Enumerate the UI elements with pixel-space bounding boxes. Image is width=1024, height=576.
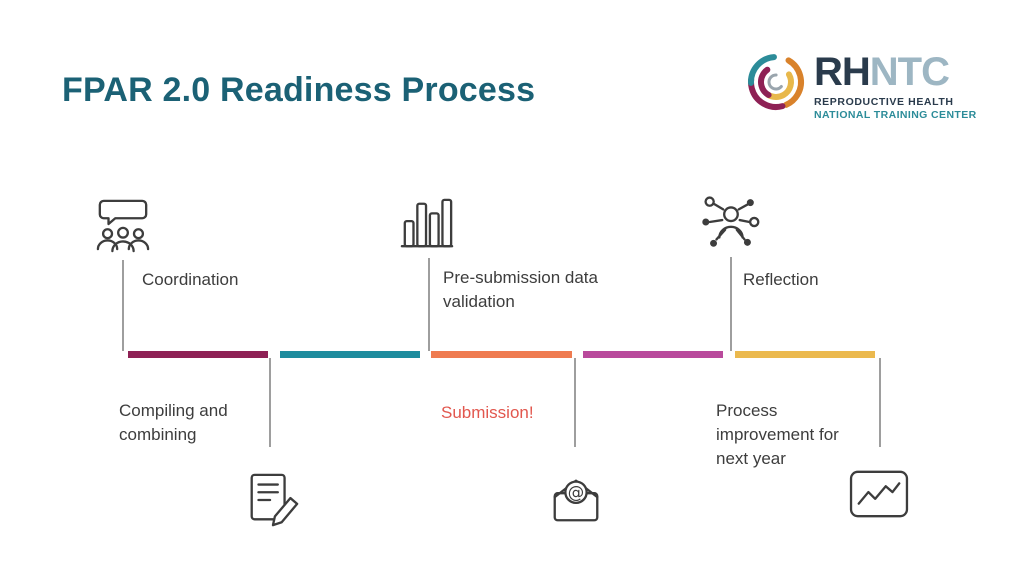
connector-coordination: [122, 260, 124, 351]
connector-process-improvement: [879, 358, 881, 447]
logo-tagline-1: REPRODUCTIVE HEALTH: [814, 96, 954, 108]
step-label-coordination: Coordination: [142, 270, 239, 289]
timeline-segment-2: [280, 351, 420, 358]
step-label-compiling: Compiling and combining: [119, 401, 228, 445]
timeline-segment-5: [735, 351, 875, 358]
people-network-icon: [702, 196, 760, 247]
step-label-pre-submission: Pre-submission data validation: [443, 268, 598, 312]
step-label-submission: Submission!: [441, 403, 534, 422]
email-at-icon: @: [553, 479, 599, 522]
logo-tagline-2: NATIONAL TRAINING CENTER: [814, 109, 977, 121]
speech-people-icon: [96, 199, 150, 253]
bar-chart-icon: [400, 198, 454, 248]
slide-title: FPAR 2.0 Readiness Process: [62, 71, 536, 109]
connector-submission: [574, 358, 576, 447]
timeline-segment-1: [128, 351, 268, 358]
rhntc-logo-name: RHNTC: [814, 52, 977, 92]
svg-text:@: @: [568, 483, 584, 502]
timeline-segment-4: [583, 351, 723, 358]
connector-pre-submission: [428, 258, 430, 351]
step-label-reflection: Reflection: [743, 270, 819, 289]
step-label-process-improvement: Process improvement for next year: [716, 401, 839, 469]
connector-reflection: [730, 257, 732, 351]
rhntc-logo-text: RHNTC REPRODUCTIVE HEALTH NATIONAL TRAIN…: [814, 50, 977, 121]
timeline-segment-3: [431, 351, 572, 358]
logo-ntc: NTC: [869, 50, 950, 94]
line-chart-icon: [849, 470, 909, 518]
document-edit-icon: [250, 473, 299, 527]
rhntc-logo: RHNTC REPRODUCTIVE HEALTH NATIONAL TRAIN…: [744, 50, 977, 121]
connector-compiling: [269, 358, 271, 447]
rhntc-swirl-icon: [748, 54, 804, 110]
logo-rh: RH: [814, 50, 871, 94]
